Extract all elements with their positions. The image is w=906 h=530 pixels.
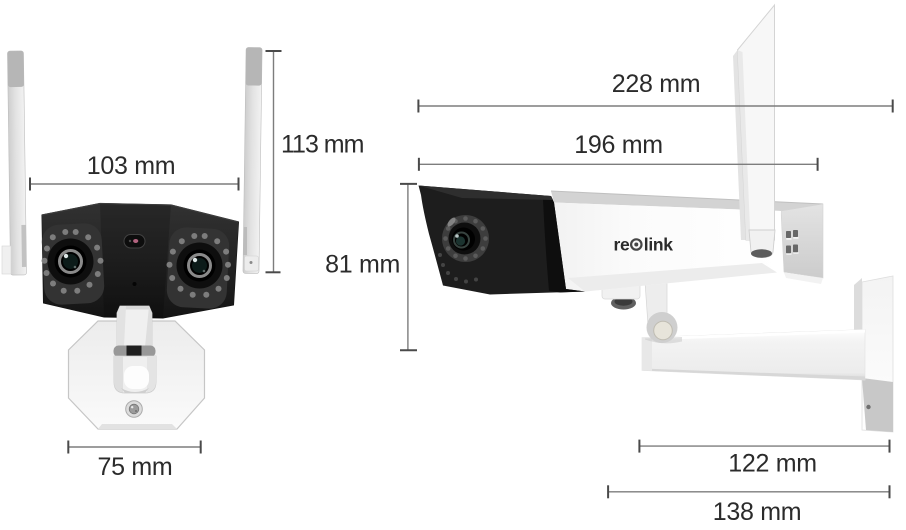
svg-text:81 mm: 81 mm (325, 251, 400, 279)
svg-text:122 mm: 122 mm (728, 450, 817, 478)
svg-text:113 mm: 113 mm (281, 131, 364, 159)
svg-text:link: link (644, 234, 674, 254)
svg-text:103 mm: 103 mm (87, 152, 176, 180)
svg-text:138 mm: 138 mm (713, 498, 802, 526)
svg-text:196 mm: 196 mm (574, 131, 663, 159)
svg-text:228 mm: 228 mm (612, 70, 701, 98)
svg-text:75 mm: 75 mm (98, 453, 173, 481)
svg-text:re: re (614, 234, 631, 254)
